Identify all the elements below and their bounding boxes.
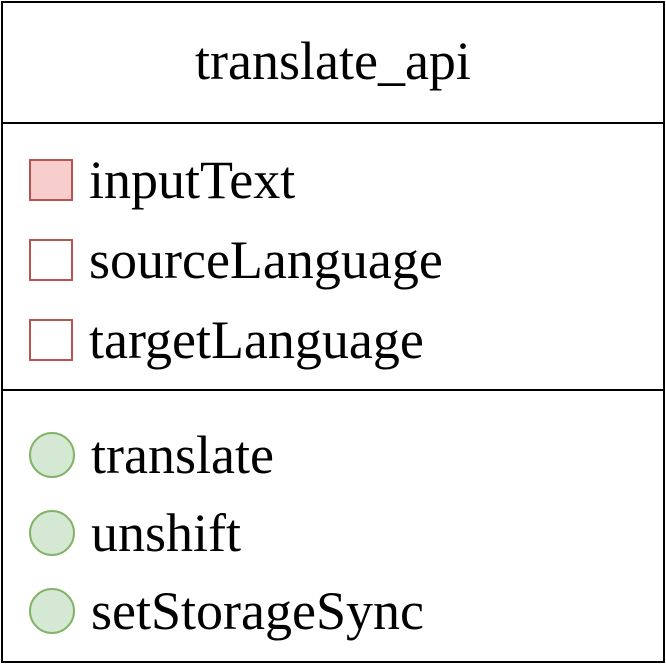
method-label: unshift xyxy=(91,503,242,563)
fields-section: inputText sourceLanguage targetLanguage xyxy=(3,124,663,391)
circle-icon xyxy=(29,432,75,478)
field-row-input-text[interactable]: inputText xyxy=(3,140,663,220)
method-row-translate[interactable]: translate xyxy=(3,416,663,494)
field-label: sourceLanguage xyxy=(89,230,443,290)
circle-icon xyxy=(29,510,75,556)
method-row-set-storage-sync[interactable]: setStorageSync xyxy=(3,572,663,650)
field-label: inputText xyxy=(89,150,296,210)
class-name: translate_api xyxy=(195,30,471,91)
empty-square-icon xyxy=(29,319,73,361)
field-row-source-language[interactable]: sourceLanguage xyxy=(3,220,663,300)
circle-icon xyxy=(29,588,75,634)
class-title-section: translate_api xyxy=(3,3,663,124)
methods-section: translate unshift setStorageSync xyxy=(3,391,663,650)
field-label: targetLanguage xyxy=(89,310,424,370)
method-row-unshift[interactable]: unshift xyxy=(3,494,663,572)
method-label: translate xyxy=(91,425,274,485)
method-label: setStorageSync xyxy=(91,581,424,641)
filled-square-icon xyxy=(29,159,73,201)
field-row-target-language[interactable]: targetLanguage xyxy=(3,300,663,380)
empty-square-icon xyxy=(29,239,73,281)
